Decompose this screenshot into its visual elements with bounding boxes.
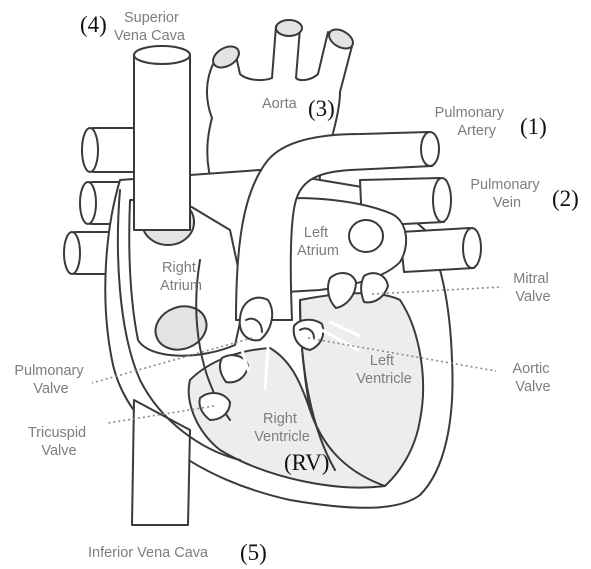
pulmonary-valve-label: Pulmonary Valve [14, 363, 87, 397]
marker-superior-vena-cava: (4) [80, 12, 107, 37]
superior-vena-cava-label: Superior Vena Cava [114, 10, 186, 44]
pulmonary-artery-label: Pulmonary Artery [435, 105, 508, 139]
left-atrium-opening [349, 220, 383, 252]
mitral-valve-label: Mitral Valve [513, 271, 552, 305]
pulmonary-vein-label: Pulmonary Vein [470, 177, 543, 211]
marker-aorta: (3) [308, 96, 335, 121]
inferior-vena-cava-label: Inferior Vena Cava [88, 545, 209, 561]
tricuspid-valve-label: Tricuspid Valve [28, 425, 90, 459]
marker-pulmonary-artery: (1) [520, 114, 547, 139]
marker-inferior-vena-cava: (5) [240, 540, 267, 565]
marker-right-ventricle: (RV) [284, 450, 329, 475]
aortic-valve-label: Aortic Valve [512, 361, 553, 395]
pulmonary-artery-opening [421, 132, 439, 166]
aorta-label: Aorta [262, 96, 298, 112]
marker-pulmonary-vein: (2) [552, 186, 579, 211]
